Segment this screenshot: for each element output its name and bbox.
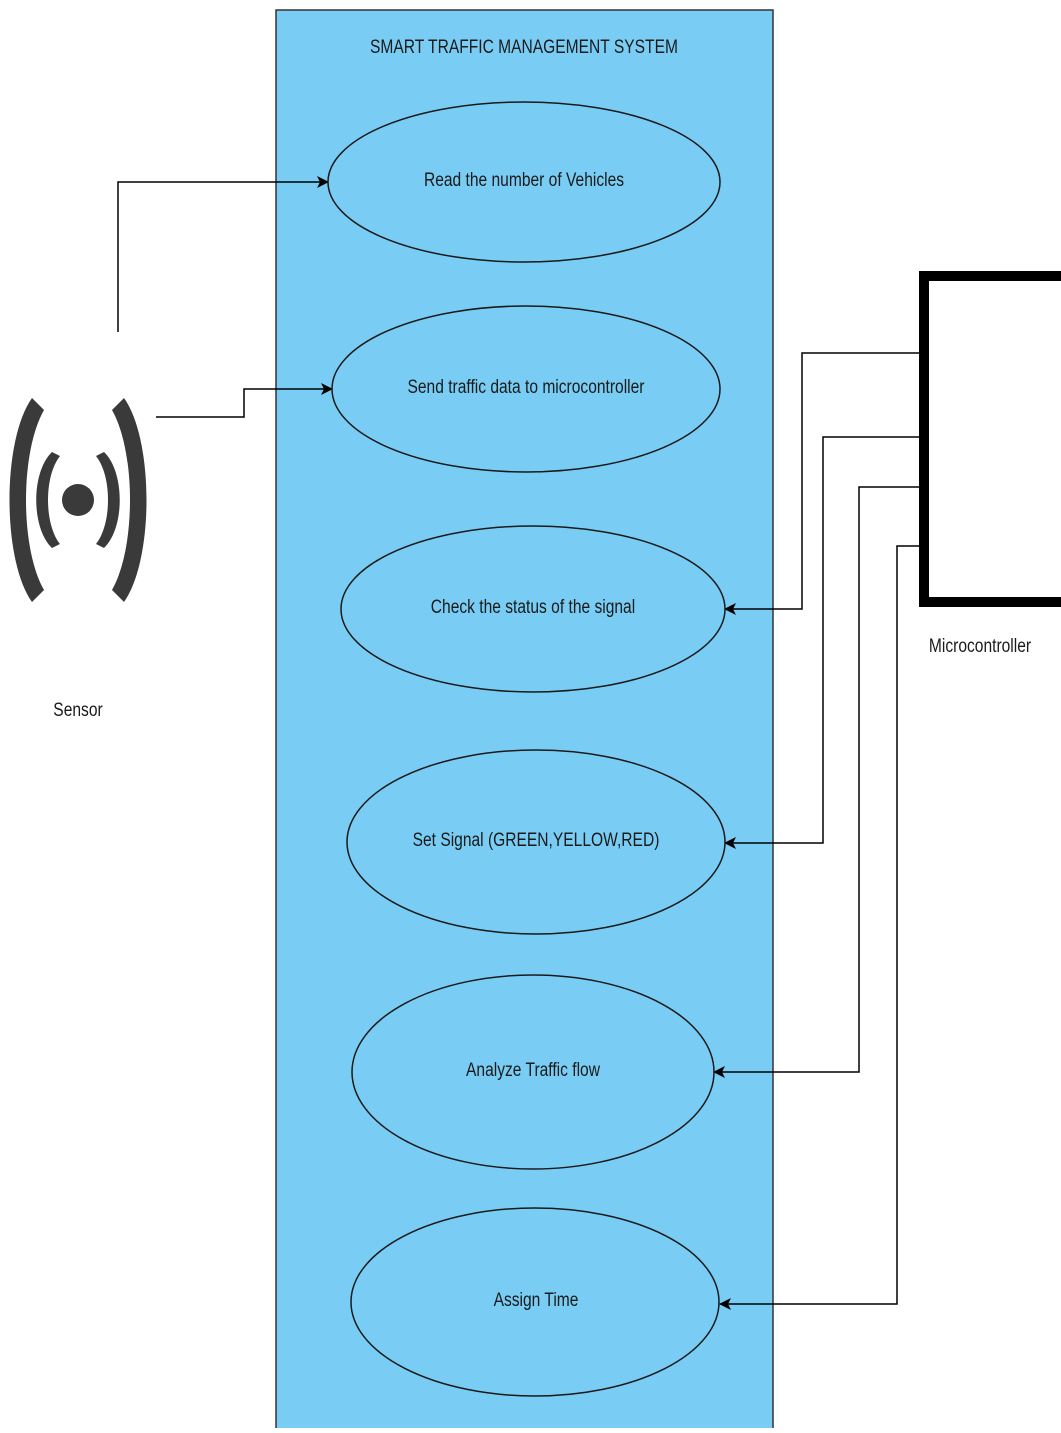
microcontroller-box-icon bbox=[919, 271, 1061, 607]
use-case-ellipse-send-data bbox=[331, 305, 721, 473]
use-case-ellipse-set-signal bbox=[346, 749, 726, 935]
connector-sensor-send-data bbox=[156, 383, 333, 418]
use-case-label-send-data: Send traffic data to microcontroller bbox=[407, 377, 645, 398]
use-case-label-set-signal: Set Signal (GREEN,YELLOW,RED) bbox=[412, 830, 660, 851]
sensor-outer-right-arc bbox=[112, 398, 147, 602]
wireless-sensor-icon bbox=[9, 398, 147, 602]
use-case-ellipse-analyze-flow bbox=[351, 974, 715, 1170]
sensor-inner-right-arc bbox=[96, 452, 120, 548]
use-case-label-check-status: Check the status of the signal bbox=[430, 597, 636, 618]
use-case-label-assign-time: Assign Time bbox=[493, 1290, 579, 1311]
sensor-outer-left-arc bbox=[9, 398, 44, 602]
microcontroller-actor-label: Microcontroller bbox=[928, 636, 1032, 657]
use-case-label-read-vehicles: Read the number of Vehicles bbox=[423, 170, 625, 191]
sensor-actor-label: Sensor bbox=[53, 700, 103, 721]
sensor-center-dot bbox=[62, 484, 94, 516]
connector-mc-check-status bbox=[724, 352, 919, 615]
connector-mc-assign-time bbox=[719, 545, 919, 1310]
use-case-label-analyze-flow: Analyze Traffic flow bbox=[466, 1060, 600, 1081]
use-case-ellipse-check-status bbox=[340, 525, 726, 693]
connector-mc-set-signal bbox=[724, 436, 919, 849]
sensor-inner-left-arc bbox=[36, 452, 60, 548]
connector-sensor-read-vehicles bbox=[117, 176, 329, 332]
connector-mc-analyze-flow bbox=[713, 486, 919, 1078]
use-case-ellipse-assign-time bbox=[350, 1207, 720, 1397]
use-case-ellipse-read-vehicles bbox=[327, 101, 721, 263]
system-title: SMART TRAFFIC MANAGEMENT SYSTEM bbox=[370, 37, 678, 58]
